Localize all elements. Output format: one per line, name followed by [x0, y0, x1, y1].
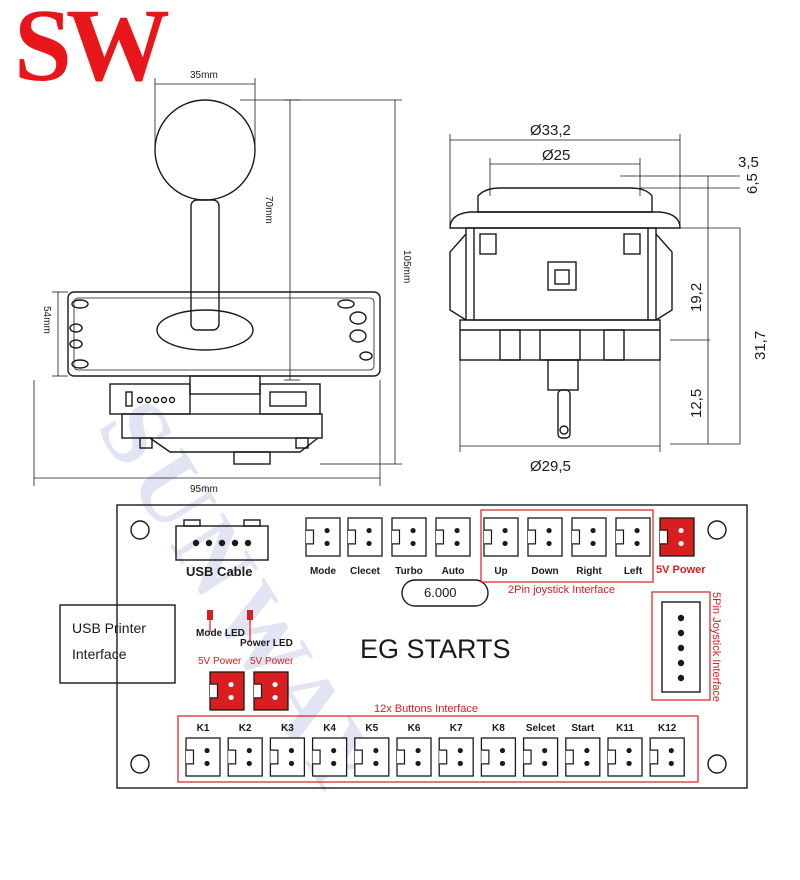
dim-outer-dia: Ø33,2	[530, 122, 571, 139]
header-turbo	[391, 517, 427, 557]
button-bezel	[449, 211, 681, 229]
label-layer: 35mm 70mm 105mm 54mm 95mm Ø33,2 Ø25 Ø29,…	[41, 70, 769, 715]
key-label-k11: K11	[616, 723, 634, 734]
usb-cable-label: USB Cable	[186, 564, 253, 579]
key-label-selcet: Selcet	[526, 723, 556, 734]
key-label-k4: K4	[323, 723, 336, 734]
dim-pin-height: 12,5	[688, 388, 705, 418]
header-label-turbo: Turbo	[395, 566, 423, 577]
header-label-mode: Mode	[310, 566, 337, 577]
two-pin-label: 2Pin joystick Interface	[508, 584, 615, 596]
five-pin-label: 5Pin Joystick Interface	[710, 592, 722, 703]
header-label-right: Right	[576, 566, 602, 577]
mode-led-label: Mode LED	[196, 628, 245, 639]
header-key-start	[565, 737, 601, 777]
key-label-k7: K7	[450, 723, 463, 734]
header-key-k12	[649, 737, 685, 777]
key-label-k5: K5	[365, 723, 378, 734]
header-key-k8	[480, 737, 517, 777]
power-led-label: Power LED	[240, 638, 293, 649]
header-key-k11	[607, 737, 643, 777]
usb-cable-connector	[175, 525, 269, 561]
buttons-frame	[177, 715, 699, 783]
dim-shaft-height: 70mm	[263, 196, 274, 224]
power-5v-b-label: 5V Power	[250, 656, 294, 667]
key-label-k2: K2	[239, 723, 252, 734]
dim-plate-width: 95mm	[190, 484, 218, 495]
dim-cap-height: 6,5	[744, 173, 761, 194]
header-label-up: Up	[494, 566, 507, 577]
power-5v-label: 5V Power	[656, 564, 706, 576]
version-badge	[401, 579, 489, 607]
usb-printer-box	[59, 604, 176, 684]
mount-hole	[130, 520, 150, 540]
five-pin-frame	[651, 591, 711, 701]
dim-plate-height: 54mm	[41, 306, 52, 334]
two-pin-frame	[480, 509, 654, 583]
header-key-k2	[227, 737, 263, 777]
key-label-k12: K12	[658, 723, 677, 734]
header-key-k1	[185, 737, 221, 777]
pcb-board	[116, 504, 748, 789]
key-label-k6: K6	[408, 723, 421, 734]
version-label: 6.000	[424, 585, 457, 600]
diagram-stage: SUNWAY SW	[14, 0, 769, 824]
header-power-a	[209, 671, 245, 711]
buttons-interface-label: 12x Buttons Interface	[374, 703, 478, 715]
header-key-k7	[438, 737, 474, 777]
header-label-clecet: Clecet	[350, 566, 381, 577]
joystick-shaft	[190, 199, 220, 331]
header-clecet	[347, 517, 383, 557]
header-label-down: Down	[531, 566, 558, 577]
header-key-selcet	[522, 737, 559, 777]
button-cap	[477, 187, 653, 213]
key-label-k1: K1	[197, 723, 210, 734]
power-led	[247, 610, 253, 620]
key-label-k8: K8	[492, 723, 505, 734]
header-label-auto: Auto	[442, 566, 465, 577]
dim-body-height: 19,2	[688, 282, 705, 312]
header-key-k3	[269, 737, 306, 777]
brand-logo: SW	[14, 0, 170, 103]
header-label-left: Left	[624, 566, 643, 577]
header-auto	[435, 517, 471, 557]
button-terminal	[557, 389, 571, 439]
joystick-washer	[156, 309, 254, 351]
plate-hole	[71, 299, 89, 309]
dim-base-dia: Ø29,5	[530, 458, 571, 475]
button-drawing	[449, 134, 741, 452]
key-label-k3: K3	[281, 723, 294, 734]
mode-led	[207, 610, 213, 620]
button-window	[547, 261, 577, 291]
dim-inner-dia: Ø25	[542, 147, 571, 164]
header-right	[571, 517, 607, 557]
dim-ball-width: 35mm	[190, 70, 218, 81]
header-key-k4	[311, 737, 348, 777]
header-up	[483, 517, 519, 557]
dim-top-height: 3,5	[738, 154, 759, 171]
dim-total-height: 105mm	[401, 250, 412, 284]
power-5v-a-label: 5V Power	[198, 656, 242, 667]
header-key-k5	[354, 737, 390, 777]
five-pin-connector	[661, 601, 701, 693]
board-outline	[59, 504, 748, 789]
dim-total-button-height: 31,7	[752, 330, 769, 360]
joystick-drawing	[33, 78, 402, 486]
header-power-b	[253, 671, 289, 711]
header-left	[615, 517, 651, 557]
header-mode	[305, 517, 341, 557]
usb-printer-line1: USB Printer	[72, 620, 146, 636]
board-title: EG STARTS	[360, 634, 511, 664]
header-key-k6	[396, 737, 432, 777]
joystick-housing	[121, 413, 323, 439]
header-5v-power	[659, 517, 695, 557]
header-down	[527, 517, 563, 557]
key-label-start: Start	[571, 723, 594, 734]
usb-printer-line2: Interface	[72, 646, 127, 662]
